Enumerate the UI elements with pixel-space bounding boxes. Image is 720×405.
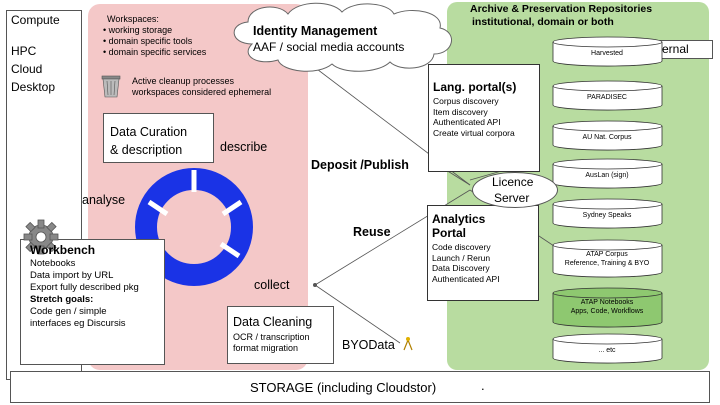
repository-label-line: Sydney Speaks bbox=[582, 212, 632, 219]
lang-portal-item: Create virtual corpora bbox=[433, 127, 515, 138]
workspaces-bullet: • working storage bbox=[103, 25, 173, 35]
workspaces-bullets: • working storage • domain specific tool… bbox=[103, 25, 206, 58]
analytics-portal-item: Code discovery bbox=[432, 242, 491, 252]
archive-title: Archive & Preservation Repositories bbox=[470, 3, 653, 15]
repository-label-line: ... etc bbox=[598, 347, 616, 354]
repository-label: PARADISEC bbox=[552, 93, 662, 102]
repository-label: ... etc bbox=[552, 346, 662, 355]
lang-portal-box bbox=[428, 64, 540, 172]
stretch-goal-item: Code gen / simple bbox=[30, 306, 107, 317]
workspaces-title: Workspaces: bbox=[107, 14, 159, 24]
data-cleaning-item: OCR / transcription bbox=[233, 332, 310, 342]
lang-portal-item: Item discovery bbox=[433, 106, 488, 117]
repository-label-line: Reference, Training & BYO bbox=[564, 260, 650, 267]
analyse-label: analyse bbox=[82, 193, 126, 207]
sparkle-icon bbox=[403, 337, 413, 351]
workbench-item: Notebooks bbox=[30, 258, 76, 269]
lang-portal-items: Corpus discovery Item discovery Authenti… bbox=[433, 96, 515, 138]
archive-subtitle: institutional, domain or both bbox=[472, 16, 614, 28]
lang-portal-title: Lang. portal(s) bbox=[433, 80, 517, 94]
workspaces-bullet: • domain specific services bbox=[103, 47, 207, 57]
lang-portal-item: Authenticated API bbox=[433, 117, 501, 127]
repository-label: Sydney Speaks bbox=[552, 211, 662, 220]
analytics-portal-title: Analytics bbox=[432, 212, 486, 226]
lifecycle-ring bbox=[135, 168, 253, 286]
deposit-publish-label: Deposit /Publish bbox=[311, 158, 409, 172]
repository-cylinder bbox=[552, 80, 663, 111]
describe-label: describe bbox=[220, 140, 268, 154]
lang-portal-item: Corpus discovery bbox=[433, 96, 499, 106]
workbench-items: Notebooks Data import by URL Export full… bbox=[30, 258, 139, 330]
repository-label-line: ATAP Notebooks bbox=[580, 299, 634, 306]
cleanup-text: Active cleanup processes workspaces cons… bbox=[132, 76, 272, 97]
workbench-title: Workbench bbox=[30, 243, 96, 257]
analytics-portal-title-2: Portal bbox=[432, 226, 467, 240]
repository-label-line: PARADISEC bbox=[587, 94, 627, 101]
analytics-portal-item: Authenticated API bbox=[432, 273, 500, 284]
trash-icon bbox=[101, 75, 121, 98]
repository-cylinder bbox=[552, 333, 663, 364]
workbench-box bbox=[20, 239, 165, 365]
repository-label: AU Nat. Corpus bbox=[552, 133, 662, 142]
storage-dot: . bbox=[481, 378, 485, 393]
identity-title: Identity Management bbox=[253, 24, 378, 38]
collect-label: collect bbox=[254, 278, 290, 292]
identity-subtitle: AAF / social media accounts bbox=[253, 40, 405, 54]
repository-cylinder bbox=[552, 120, 663, 151]
byodata-label: BYOData bbox=[342, 338, 395, 352]
repository-cylinder bbox=[552, 158, 663, 189]
workbench-item: Export fully described pkg bbox=[30, 282, 139, 293]
repository-label-line: AusLan (sign) bbox=[585, 172, 629, 179]
repository-cylinder bbox=[552, 36, 663, 67]
licence-server-line2: Server bbox=[494, 191, 530, 205]
data-cleaning-title: Data Cleaning bbox=[233, 315, 313, 329]
data-cleaning-items: OCR / transcription format migration bbox=[233, 332, 310, 354]
analytics-portal-item: Data Discovery bbox=[432, 263, 490, 273]
storage-label: STORAGE (including Cloudstor) bbox=[250, 380, 437, 395]
data-curation-box bbox=[103, 113, 214, 163]
storage-bar bbox=[10, 371, 710, 403]
gear-icon bbox=[23, 219, 59, 255]
stretch-goal-item: interfaces eg Discursis bbox=[30, 318, 126, 329]
licence-server-line1: Licence bbox=[492, 175, 534, 189]
identity-cloud-shape bbox=[233, 2, 452, 72]
reuse-label: Reuse bbox=[353, 225, 391, 239]
repository-label: Harvested bbox=[552, 49, 662, 58]
analytics-portal-item: Launch / Rerun bbox=[432, 252, 491, 263]
data-cleaning-item: format migration bbox=[233, 343, 299, 353]
repository-cylinder bbox=[552, 198, 663, 229]
compute-item-hpc: HPC bbox=[11, 44, 37, 58]
compute-item-cloud: Cloud bbox=[11, 62, 43, 76]
analytics-portal-items: Code discovery Launch / Rerun Data Disco… bbox=[432, 242, 500, 284]
workspaces-bullet: • domain specific tools bbox=[103, 36, 193, 46]
repository-label-line: AU Nat. Corpus bbox=[582, 134, 632, 141]
repository-label-line: Apps, Code, Workflows bbox=[570, 308, 644, 315]
repository-label: AusLan (sign) bbox=[552, 171, 662, 180]
repository-cylinder bbox=[552, 239, 663, 278]
repository-cylinder bbox=[552, 287, 663, 328]
workbench-item: Data import by URL bbox=[30, 270, 114, 281]
data-cleaning-box bbox=[227, 306, 334, 364]
repository-label-line: ATAP Corpus bbox=[586, 251, 628, 258]
repository-label-line: Harvested bbox=[591, 50, 623, 57]
data-curation-line2: & description bbox=[110, 143, 183, 157]
analytics-portal-box bbox=[427, 205, 539, 301]
stretch-goals-title: Stretch goals: bbox=[30, 294, 94, 305]
data-curation-line1: Data Curation bbox=[110, 125, 188, 139]
licence-server-ellipse bbox=[472, 172, 558, 208]
compute-item-desktop: Desktop bbox=[11, 80, 56, 94]
compute-title: Compute bbox=[11, 13, 60, 27]
